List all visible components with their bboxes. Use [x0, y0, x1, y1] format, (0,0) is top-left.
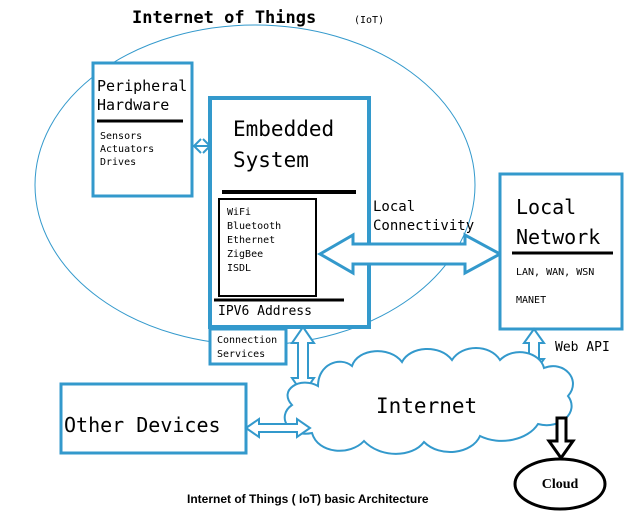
protocol-isdl: ISDL	[227, 263, 251, 274]
protocol-zigbee: ZigBee	[227, 249, 263, 260]
local-network-item-manet: MANET	[516, 295, 546, 306]
peripheral-item-sensors: Sensors	[100, 131, 142, 142]
local-network-title-line2: Network	[516, 225, 600, 249]
peripheral-embedded-arrow	[192, 138, 212, 154]
other-devices-label: Other Devices	[64, 413, 221, 437]
other-devices-box: Other Devices	[59, 382, 248, 455]
protocol-ethernet: Ethernet	[227, 235, 275, 246]
local-connectivity-line1: Local	[373, 199, 415, 215]
local-connectivity-arrow	[316, 232, 504, 276]
internet-label: Internet	[376, 394, 477, 418]
diagram-title: Internet of Things	[132, 8, 316, 28]
peripheral-title-line1: Peripheral	[97, 77, 187, 95]
local-network-box: Local Network LAN, WAN, WSN MANET	[498, 172, 624, 331]
embedded-title-line2: System	[233, 148, 309, 172]
devices-internet-arrow	[244, 417, 312, 439]
embedded-title-line1: Embedded	[233, 117, 334, 141]
internet-cloud-arrow	[546, 416, 576, 461]
protocols-box	[218, 198, 317, 297]
ipv6-address-label: IPV6 Address	[218, 304, 312, 319]
cloud-label: Cloud	[542, 477, 579, 492]
web-api-label: Web API	[555, 340, 610, 355]
diagram-title-suffix: (IoT)	[354, 15, 384, 26]
connection-services-line2: Services	[217, 349, 265, 360]
local-connectivity-line2: Connectivity	[373, 218, 474, 234]
peripheral-item-actuators: Actuators	[100, 144, 154, 155]
peripheral-item-drives: Drives	[100, 157, 136, 168]
internet-cloud: Internet	[283, 347, 574, 455]
peripheral-hardware-box: Peripheral Hardware Sensors Actuators Dr…	[91, 61, 194, 198]
peripheral-title-line2: Hardware	[97, 96, 169, 114]
cloud-ellipse: Cloud	[513, 457, 607, 511]
local-network-title-line1: Local	[516, 195, 576, 219]
embedded-system-box: Embedded System WiFi Bluetooth Ethernet …	[208, 96, 371, 329]
protocol-wifi: WiFi	[227, 207, 251, 218]
protocol-bluetooth: Bluetooth	[227, 221, 281, 232]
diagram-caption: Internet of Things ( IoT) basic Architec…	[187, 492, 429, 506]
connection-services-box: Connection Services	[208, 327, 288, 366]
local-network-item-lan-wan-wsn: LAN, WAN, WSN	[516, 267, 594, 278]
connection-services-line1: Connection	[217, 335, 277, 346]
